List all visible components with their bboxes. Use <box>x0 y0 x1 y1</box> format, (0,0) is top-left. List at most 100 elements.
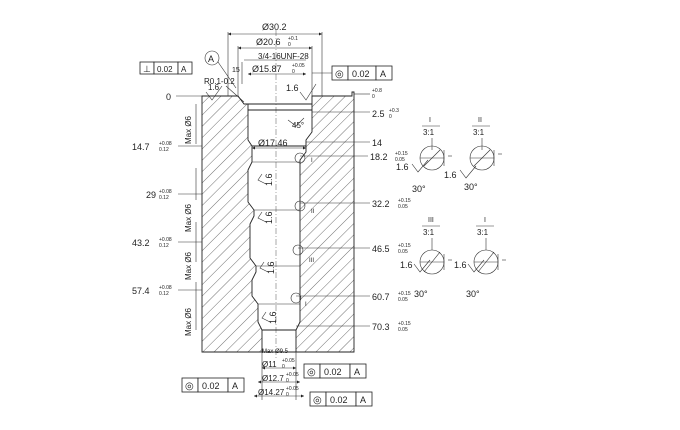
svg-text:+0.15: +0.15 <box>398 291 411 297</box>
top-dimensions: Ø30.2 Ø20.6 +0.1 0 3/4-16UNF-28 Ø15.87 +… <box>204 22 323 150</box>
svg-text:0: 0 <box>292 69 295 75</box>
svg-text:0.05: 0.05 <box>398 327 408 333</box>
roughness-top-value: 1.6 <box>208 83 220 92</box>
right-dimensions: +0.8 0 2.5 +0.3 0 14 18.2 +0.15 0.05 32.… <box>296 88 411 333</box>
svg-text:+0.15: +0.15 <box>398 243 411 249</box>
left-dim-57-4: 57.4 <box>132 286 150 296</box>
svg-text:0.02: 0.02 <box>157 65 173 74</box>
callout-label-3: III <box>309 258 314 264</box>
left-wall-hatch <box>201 95 263 353</box>
detail-2-roman: II <box>478 117 482 124</box>
left-dim-43-2: 43.2 <box>132 238 150 248</box>
inner-rough-3: 1.6 <box>266 261 276 274</box>
svg-text:0: 0 <box>282 364 285 370</box>
svg-text:+0.08: +0.08 <box>159 141 172 147</box>
callout-circle-4 <box>290 292 302 304</box>
svg-text:+0.1: +0.1 <box>288 36 298 42</box>
svg-text:+0.05: +0.05 <box>286 372 299 378</box>
detail-2-angle: 30° <box>464 182 478 192</box>
dim-d11: Ø11 <box>262 360 277 369</box>
detail-view-4: I 3:1 1.6 30° <box>454 217 506 299</box>
svg-text:0: 0 <box>286 378 289 384</box>
left-dim-29: 29 <box>146 190 156 200</box>
inner-roughness: 1.6 1.6 1.6 1.6 <box>257 173 278 324</box>
svg-text:A: A <box>232 381 238 391</box>
dim-counterbore-diameter: Ø20.6 <box>256 37 281 47</box>
svg-text:◎: ◎ <box>313 395 322 406</box>
detail-view-2: II 3:1 1.6 30° <box>444 117 502 192</box>
callout-label-4: I <box>305 302 307 308</box>
inner-rough-4: 1.6 <box>268 311 278 324</box>
callout-label-1: I <box>311 158 313 164</box>
svg-text:+0.08: +0.08 <box>159 285 172 291</box>
svg-text:0: 0 <box>372 94 375 100</box>
detail-4-roman: I <box>484 217 486 224</box>
radius-note: R0.1-0.2 <box>204 77 235 86</box>
fcf-bottom-mid: ◎ 0.02 A <box>303 363 367 379</box>
fcf-top-right: ◎ 0.02 A <box>312 65 393 81</box>
max-d6-label-3: Max Ø6 <box>184 251 193 280</box>
detail-1-scale: 3:1 <box>423 128 435 137</box>
fcf-bottom-left: ◎ 0.02 A <box>181 377 245 393</box>
thread-spec: 3/4-16UNF-28 <box>258 52 309 61</box>
svg-text:0.05: 0.05 <box>398 249 408 255</box>
roughness-top-icon <box>205 85 223 101</box>
svg-text:0.12: 0.12 <box>159 243 169 249</box>
datum-a: A <box>204 50 237 89</box>
svg-text:+0.05: +0.05 <box>282 358 295 364</box>
dim-depth-15: 15 <box>232 67 240 74</box>
detail-1-angle: 30° <box>412 184 426 194</box>
callout-circle-1 <box>294 152 306 164</box>
right-dim-32-2: 32.2 <box>372 199 390 209</box>
svg-text:0.02: 0.02 <box>202 381 220 391</box>
callout-circle-2 <box>294 200 306 212</box>
svg-text:A: A <box>360 395 366 405</box>
svg-text:0.02: 0.02 <box>352 69 370 79</box>
detail-3-rough: 1.6 <box>400 260 413 270</box>
detail-3-scale: 3:1 <box>423 228 435 237</box>
svg-text:◎: ◎ <box>185 381 194 392</box>
callout-label-2: II <box>311 209 315 215</box>
svg-text:A: A <box>354 367 360 377</box>
max-d6-label-4: Max Ø6 <box>184 307 193 336</box>
svg-text:A: A <box>380 69 386 79</box>
svg-text:+0.05: +0.05 <box>286 386 299 392</box>
svg-text:+0.05: +0.05 <box>292 63 305 69</box>
dim-d14-27: Ø14.27 <box>258 388 285 397</box>
svg-text:+0.08: +0.08 <box>159 237 172 243</box>
svg-text:0: 0 <box>389 114 392 120</box>
dim-max-d9-5: Max Ø9.5 <box>262 349 289 355</box>
svg-text:0.05: 0.05 <box>395 157 405 163</box>
dim-outer-diameter: Ø30.2 <box>262 22 287 32</box>
detail-view-1: I 3:1 1.6 30° <box>396 117 452 194</box>
svg-text:0.12: 0.12 <box>159 195 169 201</box>
chamfer-angle: 45° <box>292 121 304 130</box>
detail-3-angle: 30° <box>414 289 428 299</box>
right-dim-2-5: 2.5 <box>372 109 385 119</box>
fcf-concentric-symbol: ◎ <box>335 69 344 80</box>
roughness-inner-value: 1.6 <box>286 83 299 93</box>
detail-4-rough: 1.6 <box>454 260 467 270</box>
svg-text:0.12: 0.12 <box>159 147 169 153</box>
svg-text:0: 0 <box>288 42 291 48</box>
svg-text:+0.15: +0.15 <box>398 198 411 204</box>
detail-2-scale: 3:1 <box>473 128 485 137</box>
svg-text:+0.3: +0.3 <box>389 108 399 114</box>
left-dimensions: 0 14.7 +0.08 0.12 29 +0.08 0.12 43.2 +0.… <box>132 92 202 336</box>
svg-text:0.12: 0.12 <box>159 291 169 297</box>
inner-rough-1: 1.6 <box>264 173 274 186</box>
svg-text:0.02: 0.02 <box>324 367 342 377</box>
right-dim-60-7: 60.7 <box>372 292 390 302</box>
part-section: I II III I <box>201 30 355 360</box>
right-dim-70-3: 70.3 <box>372 322 390 332</box>
svg-text:0.05: 0.05 <box>398 204 408 210</box>
max-d6-label-2: Max Ø6 <box>184 203 193 232</box>
right-dim-14: 14 <box>372 138 382 148</box>
svg-text:+0.15: +0.15 <box>398 321 411 327</box>
inner-rough-2: 1.6 <box>264 211 274 224</box>
detail-1-roman: I <box>429 117 431 124</box>
dim-d12-7: Ø12.7 <box>262 374 284 383</box>
svg-text:+0.8: +0.8 <box>372 88 382 94</box>
detail-view-3: III 3:1 1.6 30° <box>400 217 452 299</box>
